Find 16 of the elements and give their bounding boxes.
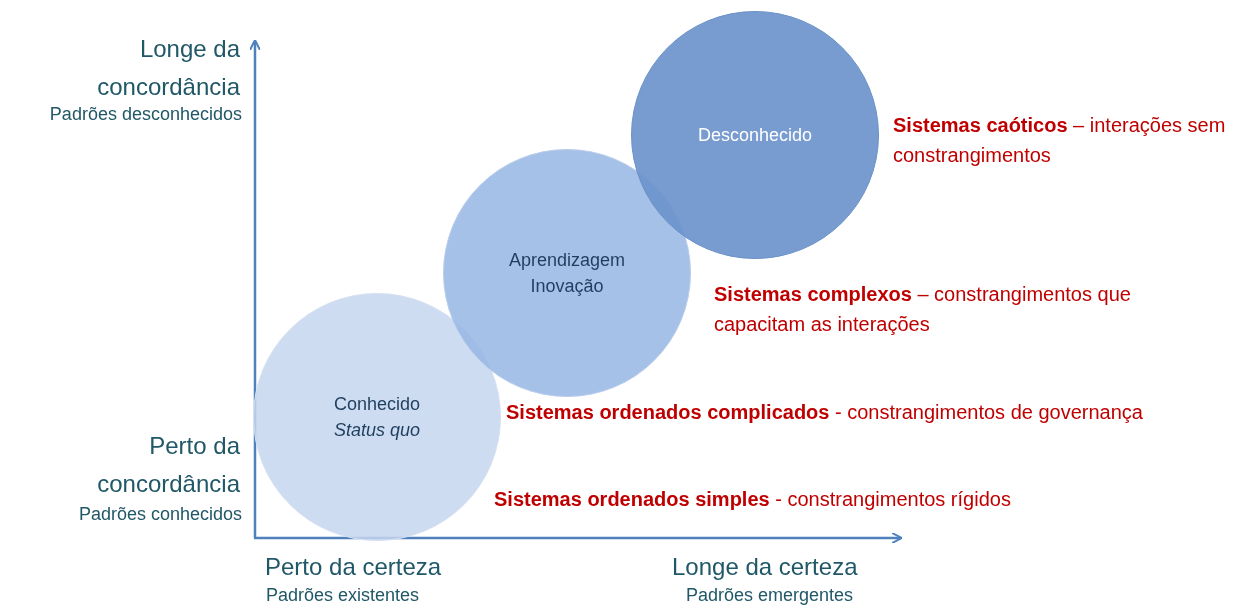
axis-label: Perto da certeza [265,552,443,582]
annotation-text: Sistemas complexos – constrangimentos que capacitam as interações [714,282,1132,337]
annotation-text: Sistemas caóticos – interações sem constrangimentos [893,113,1227,168]
axis-sublabel: Padrões conhecidos [77,503,242,526]
circle-label: Aprendizagem Inovação [507,249,627,298]
axis-label: Perto da concordância [96,431,240,499]
circle-label: Conhecido [333,393,421,416]
axis-sublabel: Padrões emergentes [686,584,855,607]
axis-label: Longe da certeza [672,552,859,582]
axis-sublabel: Padrões desconhecidos [48,103,242,126]
annotation-text: Sistemas ordenados complicados - constrangimentos de governança [506,400,1144,425]
circle-label: Status quo [333,419,421,442]
axis-sublabel: Padrões existentes [266,584,421,607]
axis-label: Longe da concordância [96,34,240,102]
annotation-text: Sistemas ordenados simples - constrangimentos rígidos [494,487,1012,512]
circle-label: Desconhecido [697,124,813,147]
